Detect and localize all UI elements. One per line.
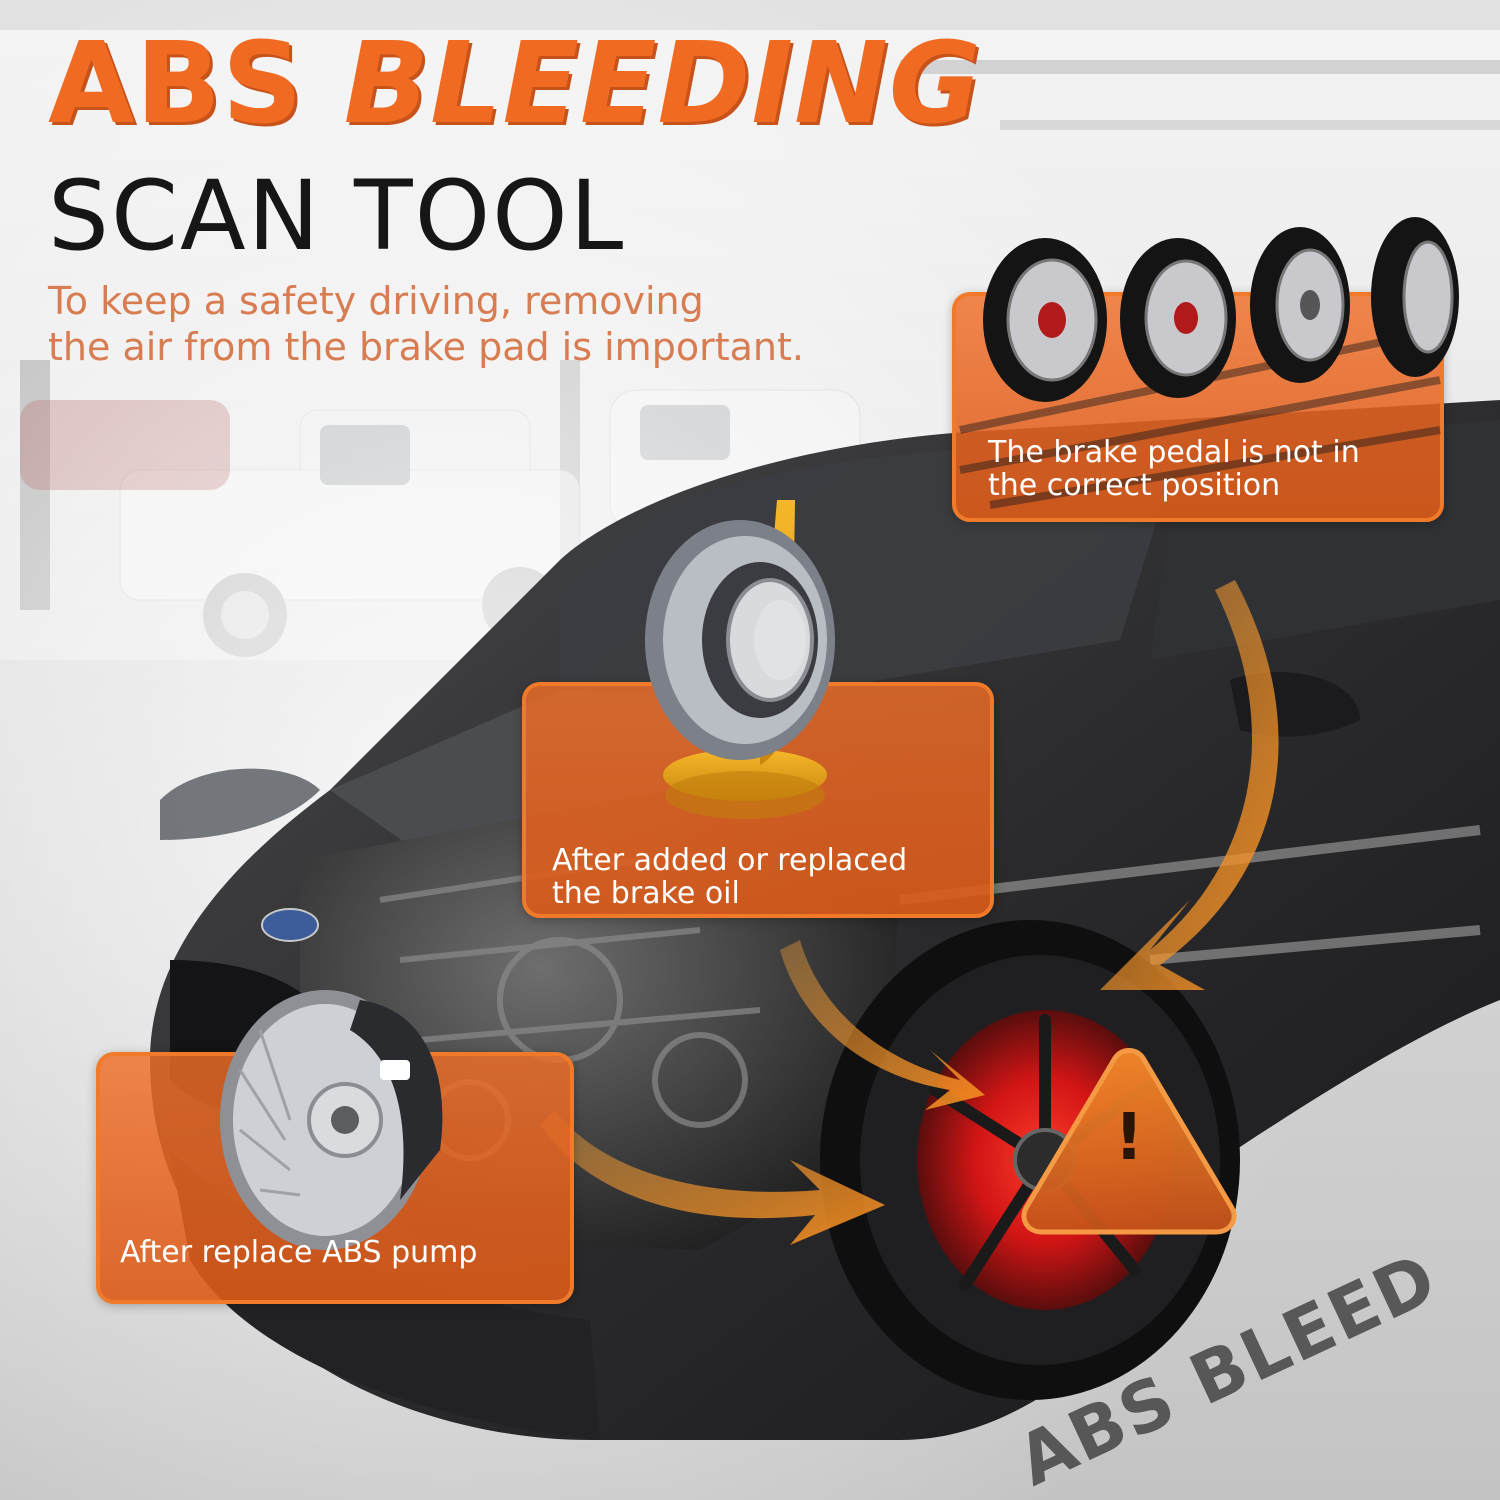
arrow-icon [780, 940, 985, 1110]
subtitle: To keep a safety driving, removing the a… [48, 278, 804, 370]
tire-icon [1371, 217, 1459, 377]
subtitle-line-2: the air from the brake pad is important. [48, 325, 804, 369]
brake-disc-icon [220, 990, 443, 1250]
callout-brake-pedal-line-2: the correct position [988, 468, 1281, 503]
callout-brake-oil-line-1: After added or replaced [552, 843, 908, 878]
headline-scan-tool: SCAN TOOL [48, 160, 626, 272]
callout-brake-pedal-line-1: The brake pedal is not in [988, 435, 1360, 470]
callout-brake-pedal-text: The brake pedal is not in the correct po… [988, 436, 1360, 502]
arrow-icon [1100, 580, 1279, 990]
headline-word-abs: ABS [48, 19, 344, 149]
subtitle-line-1: To keep a safety driving, removing [48, 279, 704, 323]
tire-icon [1120, 238, 1236, 398]
callout-abs-pump-line-1: After replace ABS pump [120, 1235, 478, 1270]
arrow-icon [540, 1110, 885, 1245]
headline-word-bleeding: BLEEDING [343, 19, 982, 149]
warning-exclamation: ! [1114, 1101, 1144, 1175]
bearing-icon [645, 520, 835, 760]
headline-abs-bleeding: ABS BLEEDING [48, 28, 982, 140]
callout-brake-oil-text: After added or replaced the brake oil [552, 844, 907, 910]
callout-abs-pump-text: After replace ABS pump [120, 1236, 477, 1269]
tire-icon [1250, 227, 1350, 383]
logo-badge [261, 908, 319, 942]
tire-icon [983, 238, 1107, 402]
callout-brake-oil-line-2: the brake oil [552, 876, 740, 911]
